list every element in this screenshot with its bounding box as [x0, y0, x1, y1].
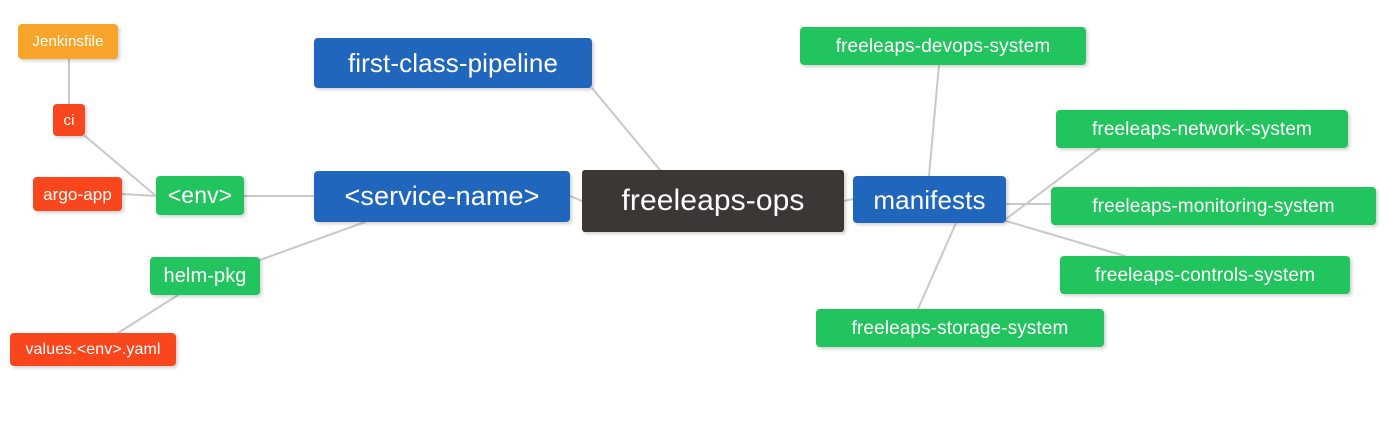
- edge-freeleaps-ops-to-manifests: [843, 198, 854, 202]
- node-freeleaps-monitoring-system[interactable]: freeleaps-monitoring-system: [1051, 187, 1376, 225]
- edge-freeleaps-devops-system-to-manifests: [928, 64, 940, 177]
- node-freeleaps-storage-system[interactable]: freeleaps-storage-system: [816, 309, 1104, 347]
- node-ci[interactable]: ci: [53, 104, 85, 136]
- node-values-env-yaml[interactable]: values.<env>.yaml: [10, 333, 176, 366]
- node-helm-pkg[interactable]: helm-pkg: [150, 257, 260, 295]
- node-env[interactable]: <env>: [156, 176, 244, 215]
- edge-first-class-pipeline-to-freeleaps-ops: [591, 87, 661, 171]
- edge-argo-app-to-env: [121, 193, 157, 197]
- node-freeleaps-ops[interactable]: freeleaps-ops: [582, 170, 844, 232]
- node-argo-app[interactable]: argo-app: [33, 177, 122, 211]
- node-freeleaps-network-system[interactable]: freeleaps-network-system: [1056, 110, 1348, 148]
- node-freeleaps-controls-system[interactable]: freeleaps-controls-system: [1060, 256, 1350, 294]
- node-freeleaps-devops-system[interactable]: freeleaps-devops-system: [800, 27, 1086, 65]
- node-manifests[interactable]: manifests: [853, 176, 1006, 223]
- edge-manifests-to-freeleaps-storage-system: [917, 222, 957, 310]
- edge-service-name-to-helm-pkg: [259, 221, 366, 261]
- edge-service-name-to-freeleaps-ops: [569, 195, 583, 202]
- edge-manifests-to-freeleaps-controls-system: [1005, 220, 1126, 257]
- node-jenkinsfile[interactable]: Jenkinsfile: [18, 24, 118, 59]
- edge-helm-pkg-to-values-env-yaml: [117, 294, 179, 334]
- node-first-class-pipeline[interactable]: first-class-pipeline: [314, 38, 592, 88]
- node-service-name[interactable]: <service-name>: [314, 171, 570, 222]
